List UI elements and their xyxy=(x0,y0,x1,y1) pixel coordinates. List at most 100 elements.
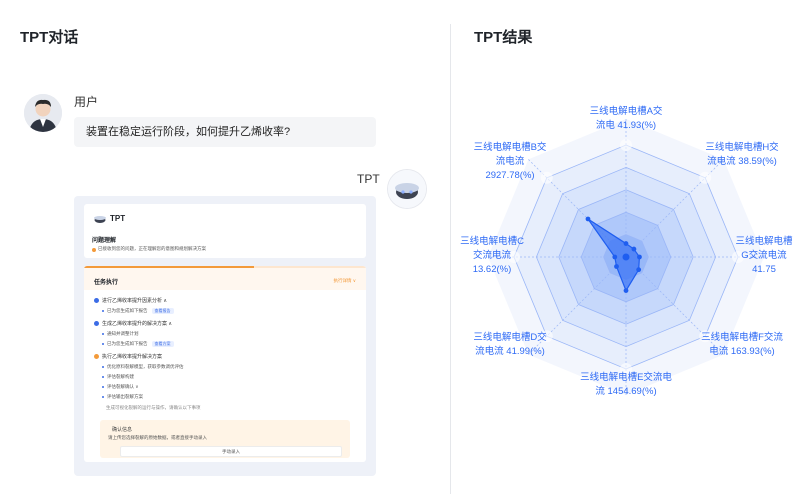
bot-answer-card: TPT 问题理解 已接收到您的问题，正在理解您的意图和规划解决方案 任务执行 执… xyxy=(74,196,376,476)
bullet-icon xyxy=(102,385,104,388)
confirm-text: 请上传您选择裂解的原始数据，或者直接手动录入 xyxy=(108,435,207,440)
user-avatar xyxy=(24,94,62,132)
radar-axis-label-line: 三线电解电槽D交 xyxy=(473,331,547,343)
radar-axis-node xyxy=(620,139,632,151)
panel-divider xyxy=(450,24,451,494)
step-label: 执行乙烯收率提升解决方案 xyxy=(102,354,163,360)
task-step[interactable]: 生成乙烯收率提升的解决方案 ∧ xyxy=(94,320,172,327)
user-question-bubble: 装置在稳定运行阶段，如何提升乙烯收率? xyxy=(74,117,376,147)
radar-axis-label-line: 三线电解电槽B交 xyxy=(474,141,547,153)
task-detail-link[interactable]: 执行详情 ∨ xyxy=(333,278,356,283)
radar-axis-label-line: 三线电解电槽C xyxy=(460,235,524,247)
radar-axis-label: 三线电解电槽F交流电流 163.93(%) xyxy=(701,331,783,357)
radar-axis-label-line: 13.62(%) xyxy=(473,264,512,275)
radar-axis-line xyxy=(625,256,724,355)
step-label: 生成乙烯收率提升的解决方案 ∧ xyxy=(102,321,173,327)
sub-label: 评估裂解确认 ∨ xyxy=(107,384,139,389)
radar-axis-label-line: 交流电流 xyxy=(473,249,512,261)
radar-point xyxy=(614,264,619,269)
radar-axis-label-line: 三线电解电槽F交流 xyxy=(701,331,783,343)
task-step[interactable]: 执行乙烯收率提升解决方案 xyxy=(94,353,162,360)
task-header: 任务执行 执行详情 ∨ xyxy=(84,268,366,290)
user-name: 用户 xyxy=(74,95,99,109)
radar-axis-label: 三线电解电槽A交流电 41.93(%) xyxy=(590,105,663,131)
status-dot-icon xyxy=(92,248,96,252)
radar-axis-line xyxy=(625,159,724,258)
radar-point xyxy=(585,216,591,222)
task-title: 任务执行 xyxy=(94,280,119,286)
task-sub: 生成可视化裂解的运行与操作，请确认以下事项 xyxy=(106,405,201,411)
tpt-logo-icon xyxy=(94,216,106,223)
radar-axis-label: 三线电解电槽H交流电流 38.59(%) xyxy=(705,141,779,167)
manual-input-button[interactable]: 手动录入 xyxy=(120,446,342,457)
radar-axis-label-line: 流电 41.93(%) xyxy=(596,119,656,131)
sub-label: 评估输出裂解方案 xyxy=(107,394,143,399)
radar-axis-label-line: 三线电解电槽H交 xyxy=(705,141,779,153)
task-progress-track xyxy=(254,266,366,268)
radar-axis-label: 三线电解电槽E交流电流 1454.69(%) xyxy=(580,371,672,397)
radar-axis-line xyxy=(528,256,627,355)
bullet-icon xyxy=(102,342,104,345)
task-sub: 通知并调整计划 xyxy=(102,331,139,337)
step-label: 进行乙烯收率提升因素分析 ∧ xyxy=(102,298,168,304)
radar-center-point xyxy=(622,253,630,261)
answer-brand: TPT xyxy=(110,214,126,223)
task-card: 任务执行 执行详情 ∨ 进行乙烯收率提升因素分析 ∧ 已为您生成如下报告查看报告… xyxy=(84,266,366,462)
left-panel-title: TPT对话 xyxy=(20,29,79,46)
radar-axis-label-line: 2927.78(%) xyxy=(485,170,534,181)
bullet-icon xyxy=(102,365,104,368)
radar-axis-label: 三线电解电槽C 交流电流 13.62(%) xyxy=(460,235,524,275)
bullet-icon xyxy=(102,309,104,312)
confirm-title: 确认信息 xyxy=(112,427,133,433)
radar-axis-label: 三线电解电槽D交流电流 41.99(%) xyxy=(473,331,547,357)
radar-axis-node xyxy=(699,330,712,343)
radar-axis-node xyxy=(620,363,632,375)
sub-label: 已为您生成如下报告 xyxy=(107,308,148,313)
task-progress-bar xyxy=(84,266,254,268)
task-sub: 已为您生成如下报告查看报告 xyxy=(102,308,174,314)
understanding-card: TPT 问题理解 已接收到您的问题，正在理解您的意图和规划解决方案 xyxy=(84,204,366,258)
radar-point xyxy=(612,254,618,260)
right-panel-title: TPT结果 xyxy=(474,29,533,46)
radar-chart: 三线电解电槽A交流电 41.93(%)三线电解电槽H交流电流 38.59(%)三… xyxy=(460,105,793,397)
plan-chip[interactable]: 查看方案 xyxy=(151,341,174,347)
radar-axis-label-line: 三线电解电槽 xyxy=(735,235,793,247)
radar-series xyxy=(585,216,642,293)
task-sub: 评估裂解构建 xyxy=(102,374,134,380)
section-title: 问题理解 xyxy=(92,238,117,244)
radar-axis-label-line: 41.75 xyxy=(752,264,776,275)
radar-axis-node xyxy=(699,171,712,184)
radar-point xyxy=(623,288,629,293)
radar-point xyxy=(623,241,629,246)
radar-axis-label: 三线电解电槽 G交流电流 41.75 xyxy=(735,235,793,275)
task-sub: 评估输出裂解方案 xyxy=(102,394,143,400)
bot-avatar xyxy=(388,170,426,208)
radar-axis-node xyxy=(540,171,553,184)
bullet-icon xyxy=(102,395,104,398)
task-step[interactable]: 进行乙烯收率提升因素分析 ∧ xyxy=(94,297,167,304)
radar-point xyxy=(631,246,637,252)
radar-axis-label-line: G交流电流 xyxy=(741,249,787,261)
sub-label: 优化原料裂解模型，获取参数调优评估 xyxy=(107,364,184,369)
radar-axis-label-line: 流 1454.69(%) xyxy=(595,385,656,397)
step-status-icon xyxy=(94,354,99,360)
radar-labels: 三线电解电槽A交流电 41.93(%)三线电解电槽H交流电流 38.59(%)三… xyxy=(460,105,793,397)
radar-point xyxy=(636,267,642,273)
bullet-icon xyxy=(102,375,104,378)
step-status-icon xyxy=(94,298,99,304)
report-chip[interactable]: 查看报告 xyxy=(151,308,174,314)
radar-axis-line xyxy=(528,159,627,258)
radar-axis-label-line: 流电流 41.99(%) xyxy=(475,345,545,357)
sub-label: 生成可视化裂解的运行与操作，请确认以下事项 xyxy=(106,405,201,410)
radar-axis-node xyxy=(732,251,744,263)
step-status-icon xyxy=(94,321,99,327)
task-sub: 已为您生成如下报告查看方案 xyxy=(102,341,174,347)
sub-label: 评估裂解构建 xyxy=(107,374,134,379)
radar-axis-node xyxy=(540,330,553,343)
confirm-box: 确认信息 请上传您选择裂解的原始数据，或者直接手动录入 手动录入 xyxy=(100,420,350,458)
radar-axis-label-line: 流电流 38.59(%) xyxy=(707,155,777,167)
radar-axis-label-line: 电流 163.93(%) xyxy=(709,345,774,357)
task-sub: 评估裂解确认 ∨ xyxy=(102,384,139,390)
understanding-note: 已接收到您的问题，正在理解您的意图和规划解决方案 xyxy=(98,246,206,251)
